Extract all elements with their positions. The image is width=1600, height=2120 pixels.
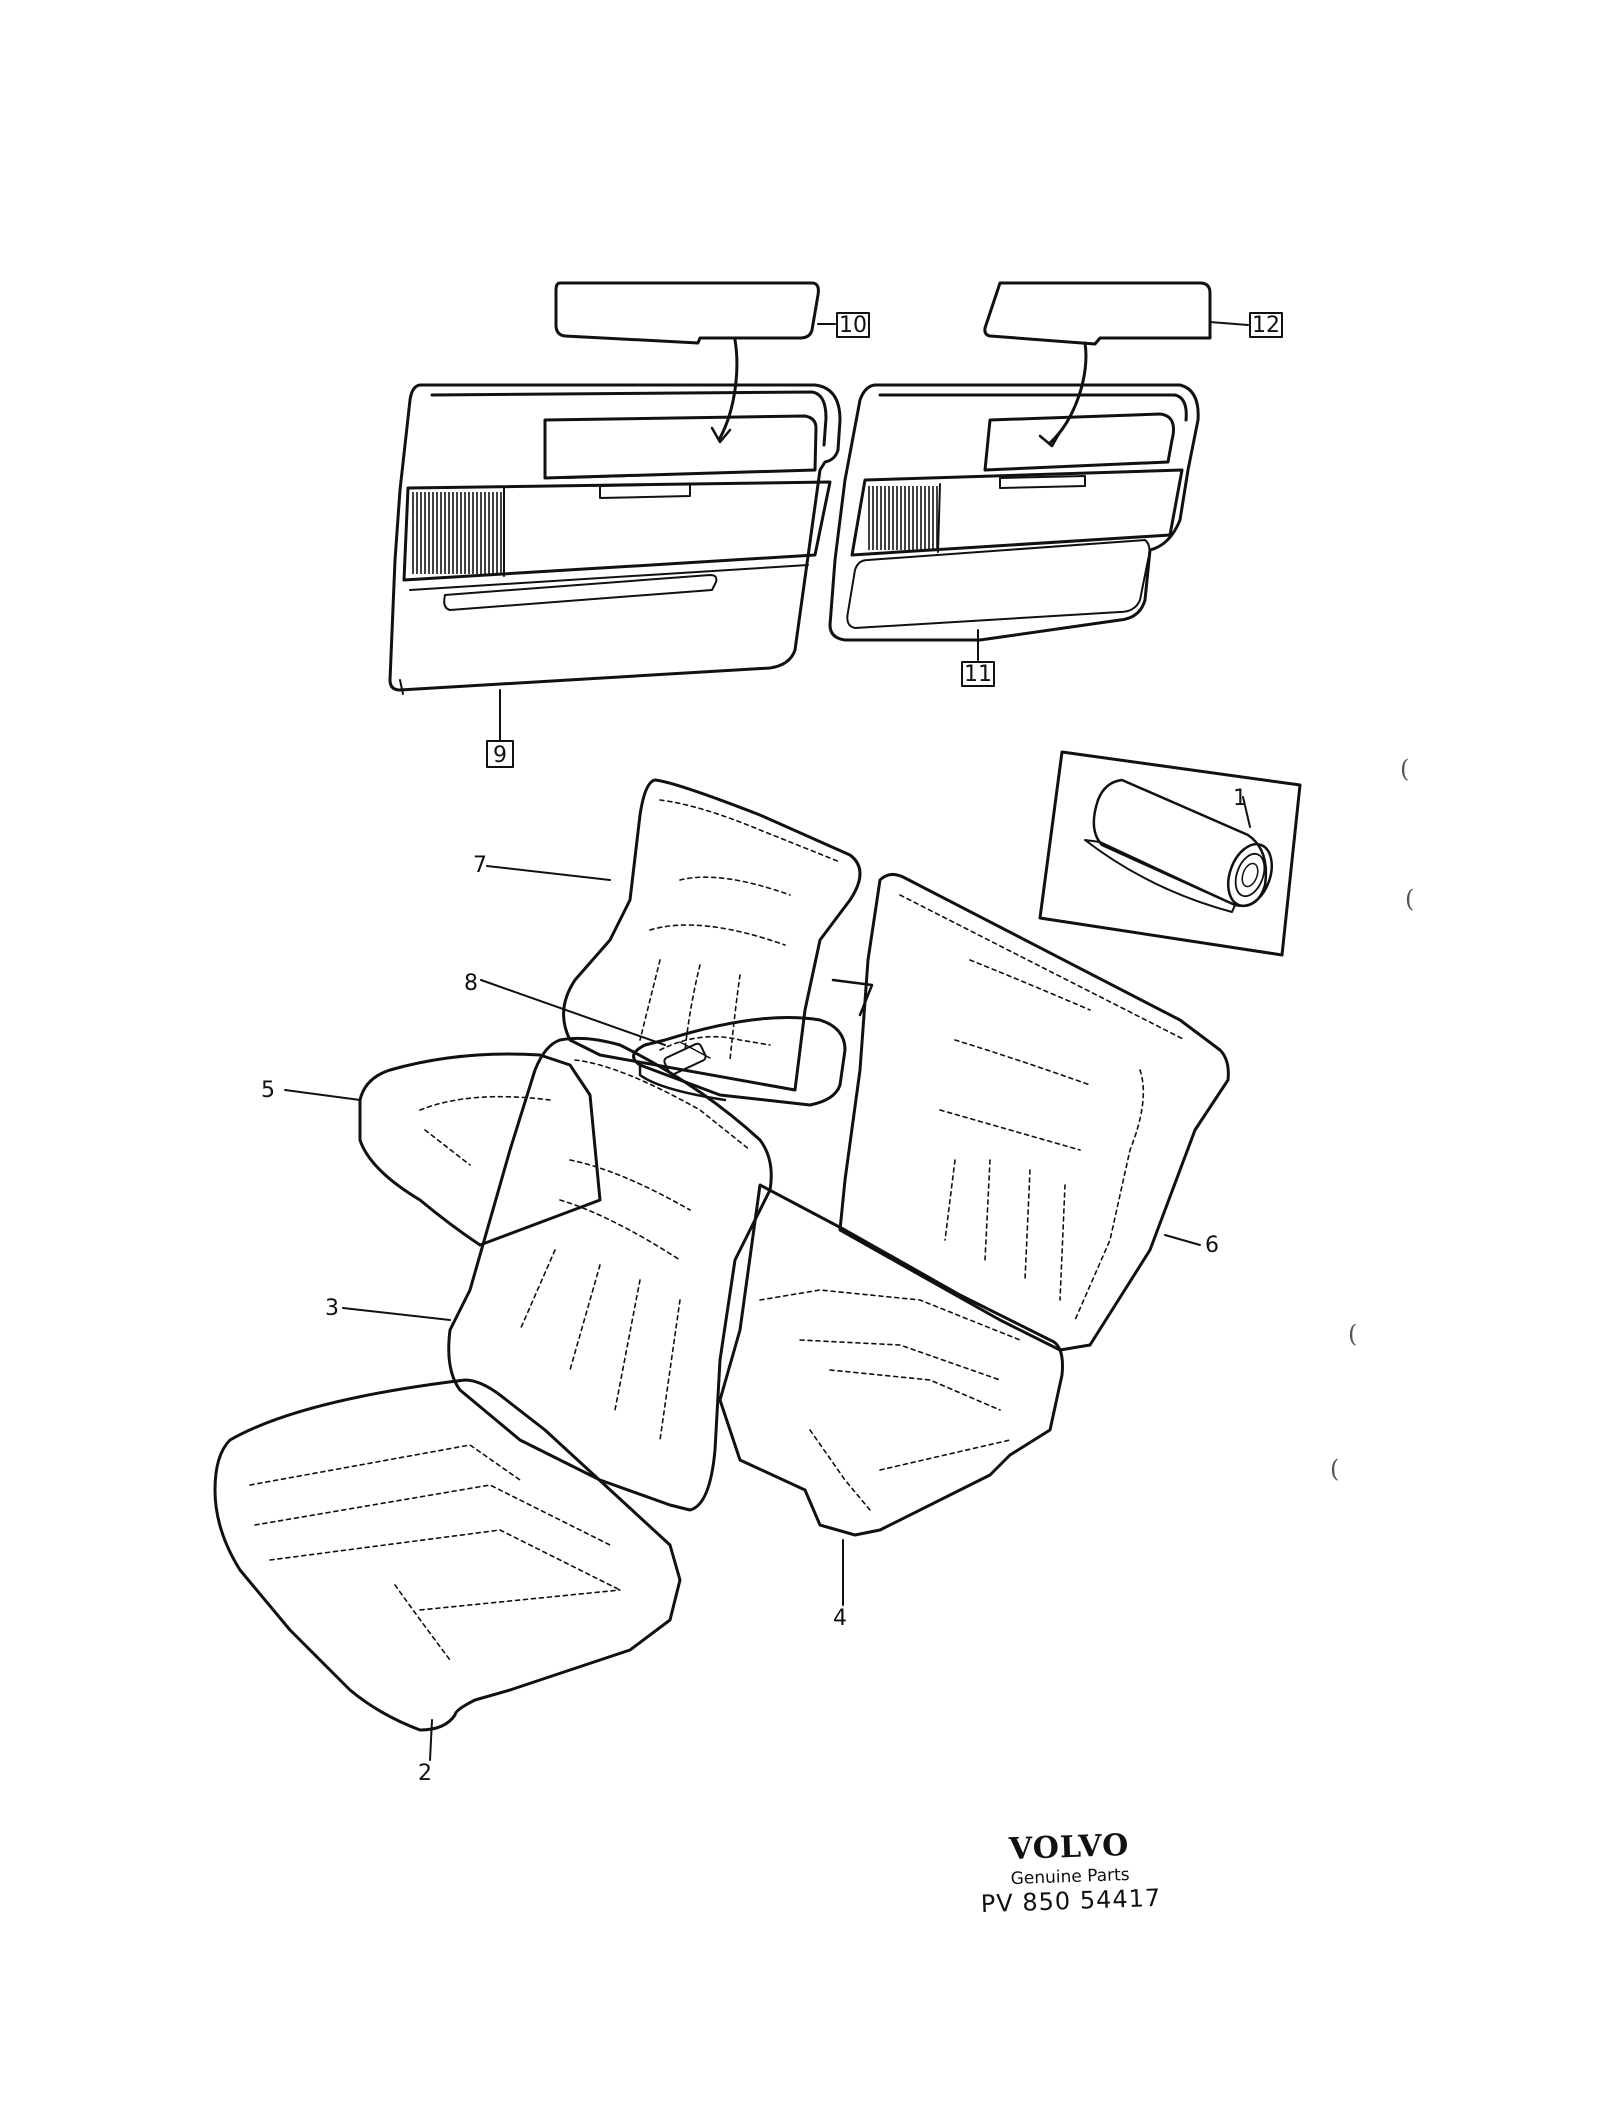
callout-12: 12	[1252, 313, 1280, 338]
margin-mark: (	[1405, 885, 1415, 913]
callout-6: 6	[1205, 1233, 1219, 1258]
front-door-panel	[388, 383, 842, 695]
callout-5: 5	[261, 1078, 275, 1103]
brand-block: VOLVO Genuine Parts PV 850 54417	[959, 1826, 1182, 1919]
callout-7: 7	[473, 853, 487, 878]
leader-lines	[284, 321, 1251, 1761]
rear-seat-cushion-left	[358, 1052, 602, 1247]
center-armrest	[632, 1016, 847, 1107]
front-seat-cushion	[213, 1378, 682, 1732]
margin-mark: (	[1348, 1320, 1358, 1348]
callout-box-9	[486, 740, 514, 768]
front-seat-back	[447, 1036, 773, 1512]
callout-9: 9	[493, 743, 507, 768]
callout-1: 1	[1233, 786, 1247, 811]
callout-box-12	[1249, 312, 1283, 338]
armrest-pad-front	[554, 281, 820, 444]
margin-mark: (	[1400, 755, 1410, 783]
margin-mark: (	[1330, 1455, 1340, 1483]
rear-seat-back-right	[831, 873, 1230, 1352]
callout-2: 2	[418, 1761, 432, 1786]
rear-seat-back-left	[562, 778, 862, 1092]
callout-8: 8	[464, 971, 478, 996]
callout-3: 3	[325, 1296, 339, 1321]
callout-10: 10	[839, 313, 867, 338]
carpet-roll-box	[1038, 750, 1302, 957]
armrest-pad-rear	[983, 281, 1212, 448]
rear-door-panel	[828, 383, 1200, 642]
brand-name: VOLVO	[1008, 1827, 1130, 1868]
rear-seat-cushion-right	[718, 1183, 1064, 1537]
callout-4: 4	[833, 1606, 847, 1631]
callout-11: 11	[964, 662, 992, 687]
callout-box-10	[836, 312, 870, 338]
callout-box-11	[961, 661, 995, 687]
